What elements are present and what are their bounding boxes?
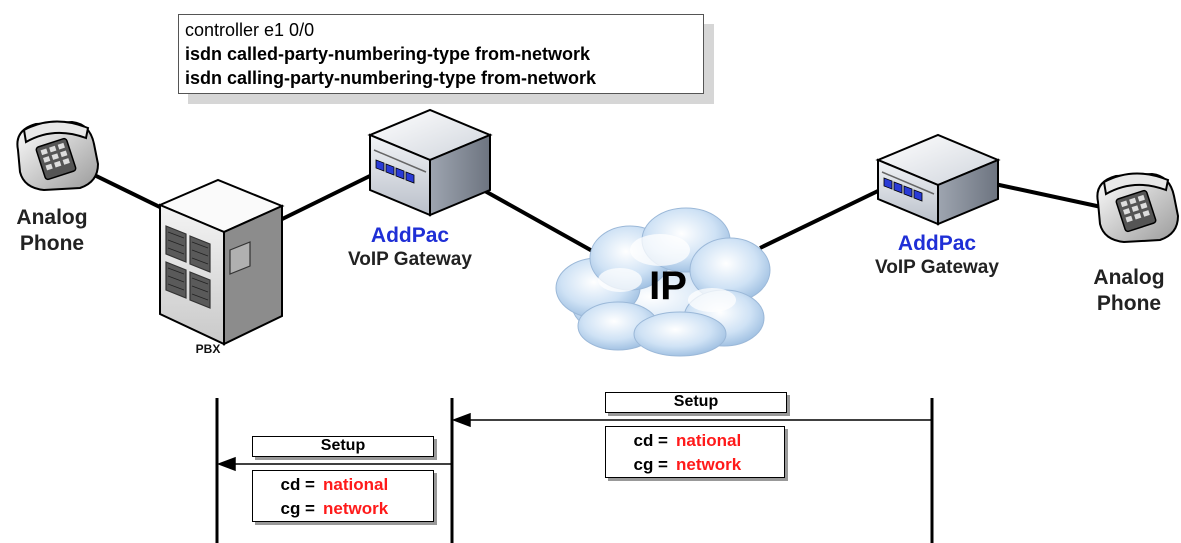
link-phone-pbx xyxy=(83,168,171,214)
setup-params-left: cd = national cg = network xyxy=(252,470,434,522)
param-key-cd-right: cd = xyxy=(633,431,669,450)
left-gateway-icon xyxy=(367,108,493,217)
sequence-arrows xyxy=(216,412,932,472)
left-phone-label-line2: Phone xyxy=(19,232,85,255)
param-value-cg-left: network xyxy=(323,499,389,518)
left-gateway-brand: AddPac xyxy=(370,224,450,247)
right-gateway-icon xyxy=(875,133,1001,226)
link-gateway-cloud xyxy=(475,184,613,264)
param-row-cd-left: cd = national xyxy=(253,473,433,497)
right-phone-label-line1: Analog xyxy=(1093,266,1165,289)
param-key-cg-right: cg = xyxy=(633,455,669,474)
right-gateway-brand: AddPac xyxy=(897,232,977,255)
param-key-cg-left: cg = xyxy=(280,499,316,518)
left-phone-label-line1: Analog xyxy=(16,206,88,229)
ip-cloud-icon xyxy=(555,207,771,357)
network-links xyxy=(83,168,1107,264)
param-value-cd-left: national xyxy=(323,475,389,494)
sequence-lifelines xyxy=(215,398,934,543)
setup-message-left: Setup xyxy=(252,436,434,457)
right-gateway-name: VoIP Gateway xyxy=(875,257,999,278)
param-value-cd-right: national xyxy=(676,431,742,450)
ip-cloud-label: IP xyxy=(649,264,687,308)
link-pbx-gateway xyxy=(269,170,379,227)
setup-params-right: cd = national cg = network xyxy=(605,426,785,478)
link-cloud-gateway xyxy=(759,188,881,250)
link-gateway-phone xyxy=(989,181,1107,210)
arrow-setup-left-head xyxy=(216,456,236,472)
left-phone-label: Analog Phone xyxy=(0,205,104,257)
setup-message-right: Setup xyxy=(605,392,787,413)
config-line-controller: controller e1 0/0 xyxy=(185,20,315,40)
setup-message-left-title: Setup xyxy=(320,437,366,454)
right-phone-icon xyxy=(1096,172,1180,244)
right-gateway-label: AddPac VoIP Gateway xyxy=(852,232,1022,280)
config-line-calling-party: isdn calling-party-numbering-type from-n… xyxy=(185,68,597,88)
arrow-setup-right-head xyxy=(451,412,471,428)
left-gateway-name: VoIP Gateway xyxy=(348,249,472,270)
left-phone-icon xyxy=(16,120,100,192)
right-phone-label-line2: Phone xyxy=(1096,292,1162,315)
config-line-called-party: isdn called-party-numbering-type from-ne… xyxy=(185,44,591,64)
param-key-cd-left: cd = xyxy=(280,475,316,494)
config-box: controller e1 0/0 isdn called-party-numb… xyxy=(178,14,704,94)
pbx-icon xyxy=(157,178,285,346)
param-row-cg-right: cg = network xyxy=(606,453,784,477)
param-value-cg-right: network xyxy=(676,455,742,474)
param-row-cg-left: cg = network xyxy=(253,497,433,521)
setup-message-right-title: Setup xyxy=(673,393,719,410)
right-phone-label: Analog Phone xyxy=(1077,265,1181,317)
param-row-cd-right: cd = national xyxy=(606,429,784,453)
left-gateway-label: AddPac VoIP Gateway xyxy=(325,224,495,272)
pbx-label: PBX xyxy=(195,342,221,356)
